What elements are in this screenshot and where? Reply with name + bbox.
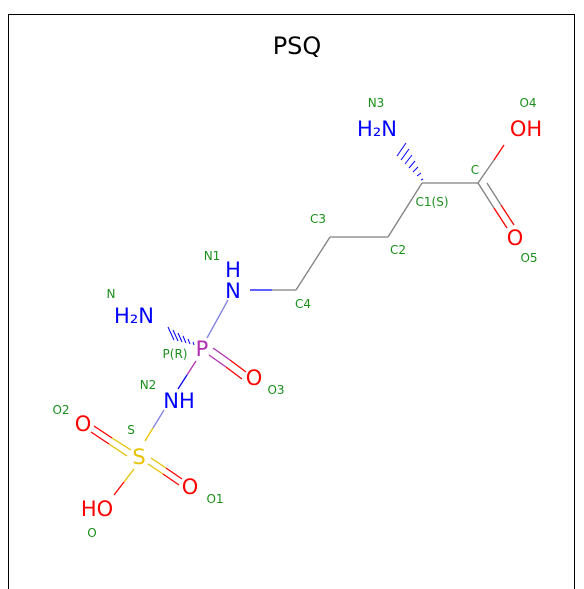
bond-c-o5-b1	[493, 207, 508, 229]
bond-s-o2-b1	[93, 425, 113, 439]
label-c2: C2	[390, 243, 406, 257]
bond-s-o2-a1	[111, 437, 132, 451]
bond-p-o3-b1	[229, 359, 247, 373]
label-p: P(R)	[163, 347, 188, 361]
bond-s-o-b	[113, 481, 125, 496]
bond-s-o2-b2	[90, 431, 110, 445]
atom-s: S	[132, 445, 145, 469]
atom-n3: H₂N	[357, 117, 397, 141]
bond-n2-s-b	[144, 427, 154, 442]
label-c1: C1(S)	[416, 195, 449, 209]
bond-s-o1-b2	[162, 473, 180, 486]
label-o: O	[87, 526, 96, 540]
bond-p-n2-a	[186, 360, 197, 376]
label-n: N	[107, 287, 116, 301]
atom-o1: O	[182, 475, 199, 499]
bond-s-o2-a2	[108, 443, 128, 457]
bond-p-o3-a1	[212, 347, 231, 361]
label-c4: C4	[295, 297, 311, 311]
stereo-wedge-c1-n3	[396, 142, 424, 181]
bond-p-o3-a2	[208, 354, 227, 368]
atom-o5: O	[507, 226, 524, 250]
bond-c-o4-a	[477, 159, 495, 184]
bond-c-o5-a1	[477, 182, 495, 209]
label-o3: O3	[267, 383, 284, 397]
label-o5: O5	[520, 251, 537, 265]
bond-c3-c4	[295, 236, 331, 291]
atom-n1-hydrogen: H	[225, 258, 241, 282]
bond-s-o1-a1	[150, 457, 167, 469]
stereo-wedge-p-n	[167, 326, 195, 346]
bond-c-o5-b2	[500, 204, 515, 226]
atom-n1: N	[225, 279, 241, 303]
bond-n1-p	[206, 299, 229, 339]
atom-o4: OH	[510, 117, 542, 141]
label-o1: O1	[206, 492, 223, 506]
bond-s-o1-a2	[147, 463, 164, 475]
atom-o2: O	[75, 412, 92, 436]
label-s: S	[127, 423, 135, 437]
label-n1: N1	[204, 249, 221, 263]
bond-c-o4-b	[493, 144, 505, 161]
label-n2: N2	[140, 378, 157, 392]
atom-o3: O	[246, 366, 263, 390]
atom-o: HO	[81, 497, 113, 521]
compound-title: PSQ	[273, 32, 322, 60]
atom-n2: NH	[163, 389, 195, 413]
label-n3: N3	[368, 96, 385, 110]
bond-n2-s-a	[152, 409, 165, 429]
label-c: C	[471, 163, 479, 177]
label-c3: C3	[310, 212, 326, 226]
bond-s-o-a	[123, 468, 135, 483]
bond-p-n2-b	[177, 374, 188, 390]
bond-c-o5-a2	[486, 182, 502, 206]
bond-s-o1-b1	[165, 467, 183, 480]
structure-panel	[8, 14, 575, 589]
carbon-bonds	[295, 182, 478, 291]
bond-p-o3-b2	[225, 366, 243, 380]
bond-c1-c2	[387, 182, 423, 238]
label-o2: O2	[52, 403, 69, 417]
atom-p: P	[196, 337, 209, 361]
atom-n: H₂N	[114, 304, 154, 328]
label-o4: O4	[519, 96, 536, 110]
